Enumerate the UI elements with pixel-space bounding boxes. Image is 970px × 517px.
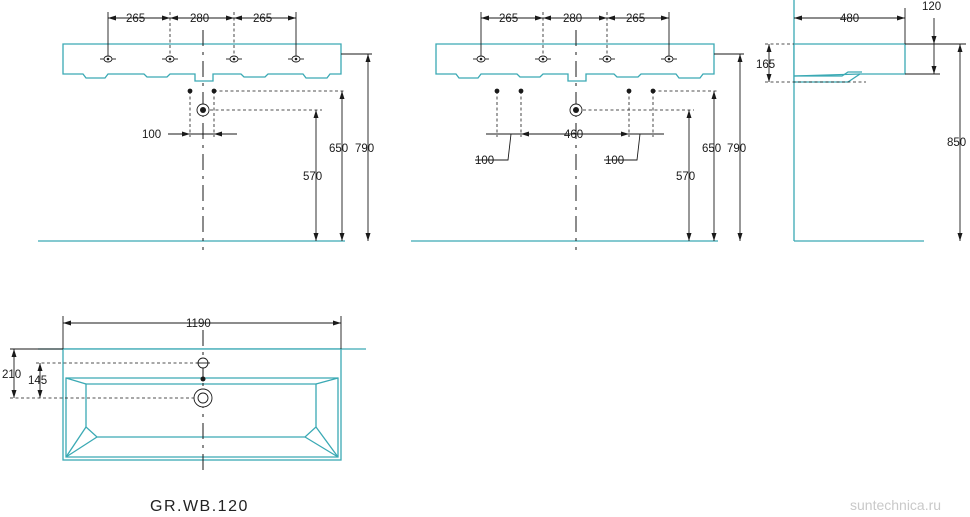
dim-480: 480: [840, 13, 859, 25]
dim-650: 650: [329, 143, 348, 155]
watermark: suntechnica.ru: [850, 497, 942, 513]
dim-790: 790: [727, 143, 746, 155]
dim-460: 460: [564, 129, 583, 141]
waste-outlet: [569, 103, 694, 117]
basin-front-outline: [62, 43, 342, 82]
dim-100: 100: [142, 129, 161, 141]
model-code: GR.WB.120: [150, 498, 249, 515]
dim-120: 120: [922, 1, 941, 13]
dim-280: 280: [190, 13, 209, 25]
dim-265-left: 265: [126, 13, 145, 25]
tap-holes: [100, 55, 304, 63]
front-view-double-supply: 265 280 265 460: [411, 12, 746, 250]
dim-570: 570: [303, 171, 322, 183]
waste-outlet: [196, 103, 322, 117]
dim-265-right: 265: [626, 13, 645, 25]
dim-165: 165: [756, 59, 775, 71]
side-view: 480 120 165 850: [756, 0, 966, 242]
dim-100-left: 100: [475, 155, 494, 167]
dim-280: 280: [563, 13, 582, 25]
basin-front-outline: [435, 43, 715, 82]
water-supply-points: [494, 88, 718, 137]
dim-100-right: 100: [605, 155, 624, 167]
dim-145: 145: [28, 375, 47, 387]
dim-570: 570: [676, 171, 695, 183]
front-view-single-trap: 265 280 265 100: [38, 12, 374, 250]
dim-1190: 1190: [186, 318, 211, 330]
tap-holes: [473, 55, 677, 63]
dim-790: 790: [355, 143, 374, 155]
dim-850: 850: [947, 137, 966, 149]
plan-view: 1190 210 145: [2, 316, 366, 470]
dim-265-right: 265: [253, 13, 272, 25]
dim-265-left: 265: [499, 13, 518, 25]
dim-210: 210: [2, 369, 21, 381]
water-supply-points: [187, 88, 346, 137]
dim-650: 650: [702, 143, 721, 155]
